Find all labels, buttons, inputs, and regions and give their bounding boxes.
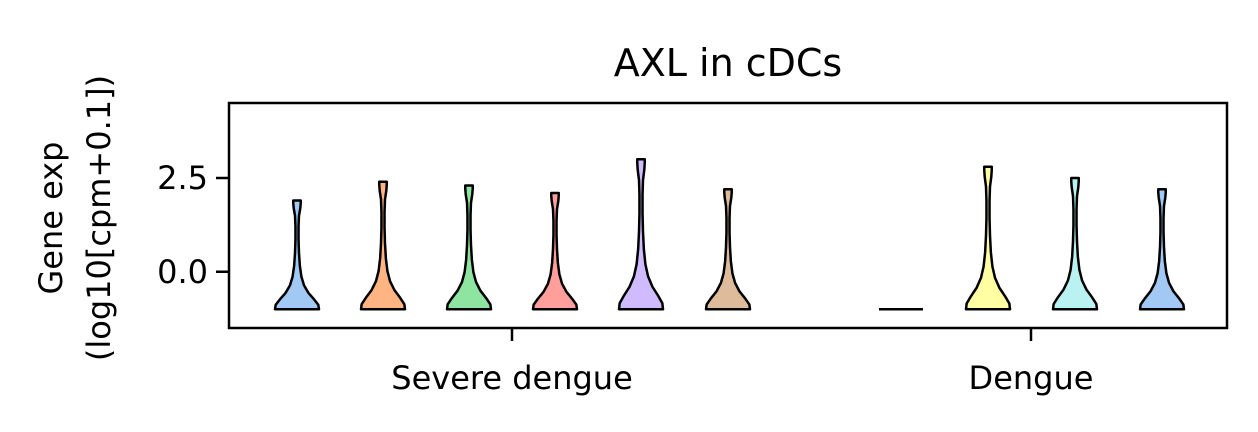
violin bbox=[359, 180, 407, 311]
violin bbox=[617, 158, 665, 311]
violin bbox=[531, 191, 579, 311]
violin bbox=[445, 184, 493, 311]
violin bbox=[704, 188, 752, 311]
x-tick-label-dengue: Dengue bbox=[969, 359, 1094, 397]
chart-title: AXL in cDCs bbox=[614, 41, 842, 85]
x-tick-label-severe-dengue: Severe dengue bbox=[391, 359, 633, 397]
violin-group bbox=[273, 158, 1186, 311]
y-axis-label-line1: Gene exp bbox=[32, 142, 70, 295]
violin bbox=[273, 199, 321, 311]
y-axis: 0.0 2.5 bbox=[157, 159, 229, 291]
y-tick-label: 2.5 bbox=[157, 159, 208, 197]
violin bbox=[964, 165, 1012, 311]
plot-frame bbox=[227, 101, 1229, 330]
y-tick-label: 0.0 bbox=[157, 253, 208, 291]
y-axis-label: Gene exp (log10[cpm+0.1]) bbox=[32, 75, 118, 361]
x-axis: Severe dengue Dengue bbox=[391, 328, 1093, 397]
violin bbox=[1138, 188, 1186, 311]
violin bbox=[1051, 176, 1099, 311]
y-axis-label-line2: (log10[cpm+0.1]) bbox=[80, 75, 118, 361]
